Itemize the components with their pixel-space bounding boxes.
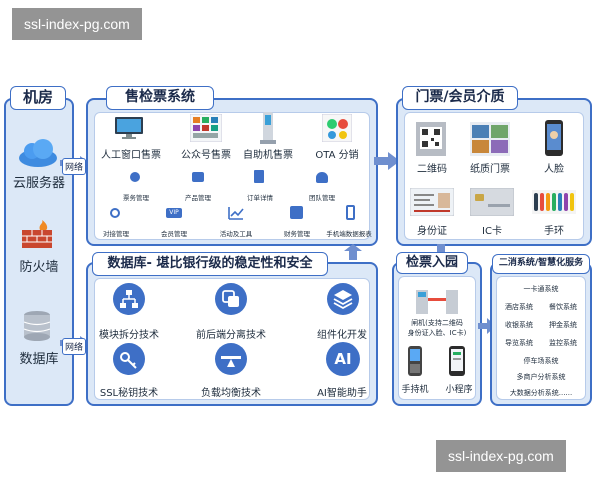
database-item-1: 前后端分离技术 bbox=[196, 330, 266, 341]
finance-icon bbox=[290, 206, 303, 219]
kiosk-icon bbox=[260, 112, 276, 144]
activity-tools-icon bbox=[228, 207, 244, 220]
monitor-icon bbox=[115, 117, 143, 139]
database-item-2: 组件化开发 bbox=[317, 330, 367, 341]
ticketing-top-1: 公众号售票 bbox=[181, 150, 231, 161]
mobile-report-icon bbox=[346, 205, 355, 220]
module-split-icon bbox=[113, 283, 145, 315]
media-item-face: 人脸 bbox=[544, 164, 564, 175]
media-item-id: 身份证 bbox=[417, 226, 447, 237]
secondary-tail-2: 大数据分析系统...... bbox=[509, 389, 573, 397]
mini-program-icon bbox=[449, 346, 465, 376]
secondary-tail-1: 多商户分析系统 bbox=[516, 373, 566, 381]
checkin-item-mini: 小程序 bbox=[445, 385, 473, 395]
vip-icon: VIP bbox=[166, 208, 182, 218]
front-back-separation-icon bbox=[215, 283, 247, 315]
product-manage-icon bbox=[192, 172, 204, 182]
ticketing-top-0: 人工窗口售票 bbox=[101, 150, 161, 161]
database-item-0: 模块拆分技术 bbox=[99, 330, 159, 341]
media-title: 门票/会员介质 bbox=[402, 86, 518, 110]
ticketing-row2-3: 团队管理 bbox=[309, 194, 335, 202]
face-recognition-icon bbox=[545, 120, 563, 156]
machine-room-item-firewall: 防火墙 bbox=[19, 260, 59, 275]
secondary-tail-0: 停车场系统 bbox=[523, 357, 559, 365]
secondary-pair-1-a: 收银系统 bbox=[505, 321, 533, 329]
ticketing-row3-2: 活动及工具 bbox=[219, 230, 253, 238]
media-item-paper: 纸质门票 bbox=[470, 164, 510, 175]
ticketing-row3-4: 手机端数据报表 bbox=[326, 230, 372, 238]
arrow-database-to-ticketing bbox=[344, 244, 362, 260]
qr-code-icon bbox=[416, 122, 446, 156]
ticketing-row3-3: 财务管理 bbox=[284, 230, 310, 238]
machine-room-item-database: 数据库 bbox=[19, 352, 59, 367]
secondary-pair-0-b: 餐饮系统 bbox=[549, 303, 577, 311]
secondary-pair-1-b: 押金系统 bbox=[549, 321, 577, 329]
database-title: 数据库- 堪比银行级的稳定性和安全 bbox=[92, 252, 328, 276]
ticketing-row2-1: 产品管理 bbox=[185, 194, 211, 202]
machine-room-item-cloud: 云服务器 bbox=[12, 176, 65, 191]
checkin-title: 检票入园 bbox=[396, 252, 468, 274]
id-card-icon bbox=[410, 188, 454, 216]
secondary-pair-2-a: 导览系统 bbox=[505, 339, 533, 347]
load-balance-icon bbox=[215, 343, 247, 375]
checkin-inner bbox=[398, 276, 476, 400]
gate-icon bbox=[416, 290, 458, 314]
network-tag-bottom: 网络 bbox=[62, 338, 87, 355]
database-icon bbox=[23, 311, 51, 341]
connect-manage-icon bbox=[110, 208, 120, 218]
arrow-ticketing-to-media bbox=[374, 152, 400, 170]
handheld-icon bbox=[408, 346, 422, 376]
wechat-account-icon bbox=[190, 114, 222, 142]
ticketing-row2-0: 票务管理 bbox=[123, 194, 149, 202]
wristband-icon bbox=[532, 190, 576, 214]
component-dev-icon bbox=[327, 283, 359, 315]
ticketing-row3-0: 对接管理 bbox=[103, 230, 129, 238]
paper-ticket-icon bbox=[470, 122, 510, 156]
ticketing-row2-2: 订单详情 bbox=[247, 194, 273, 202]
ticketing-title: 售检票系统 bbox=[106, 86, 214, 110]
secondary-pair-2-b: 监控系统 bbox=[549, 339, 577, 347]
ota-icon bbox=[322, 114, 352, 142]
checkin-gate-label: 闸机(支持二维码 身份证入脸、IC卡) bbox=[407, 319, 467, 337]
ticket-manage-icon bbox=[130, 172, 140, 182]
database-item-4: 负载均衡技术 bbox=[201, 388, 261, 399]
order-detail-icon bbox=[254, 170, 264, 183]
ic-card-icon bbox=[470, 188, 514, 216]
ai-assistant-icon: AI bbox=[326, 342, 360, 376]
ticketing-top-3: OTA 分销 bbox=[315, 150, 359, 161]
secondary-title: 二消系统/智慧化服务 bbox=[492, 254, 590, 274]
network-tag-top: 网络 bbox=[62, 158, 87, 175]
ssl-key-icon bbox=[113, 343, 145, 375]
checkin-item-handheld: 手持机 bbox=[401, 385, 429, 395]
secondary-inner bbox=[496, 276, 586, 400]
ticketing-row3-1: 会员管理 bbox=[161, 230, 187, 238]
media-item-qr: 二维码 bbox=[417, 164, 447, 175]
watermark-bottom: ssl-index-pg.com bbox=[436, 440, 566, 472]
secondary-single: 一卡通系统 bbox=[523, 285, 559, 293]
database-item-3: SSL秘钥技术 bbox=[99, 388, 159, 399]
firewall-icon bbox=[22, 220, 52, 248]
ticketing-top-2: 自助机售票 bbox=[243, 150, 293, 161]
secondary-pair-0-a: 酒店系统 bbox=[505, 303, 533, 311]
database-item-5: AI智能助手 bbox=[317, 388, 367, 399]
machine-room-title: 机房 bbox=[10, 86, 66, 110]
media-item-ic: IC卡 bbox=[482, 226, 502, 237]
media-item-band: 手环 bbox=[544, 226, 564, 237]
cloud-server-icon bbox=[19, 139, 57, 167]
group-manage-icon bbox=[316, 172, 328, 183]
watermark-top: ssl-index-pg.com bbox=[12, 8, 142, 40]
